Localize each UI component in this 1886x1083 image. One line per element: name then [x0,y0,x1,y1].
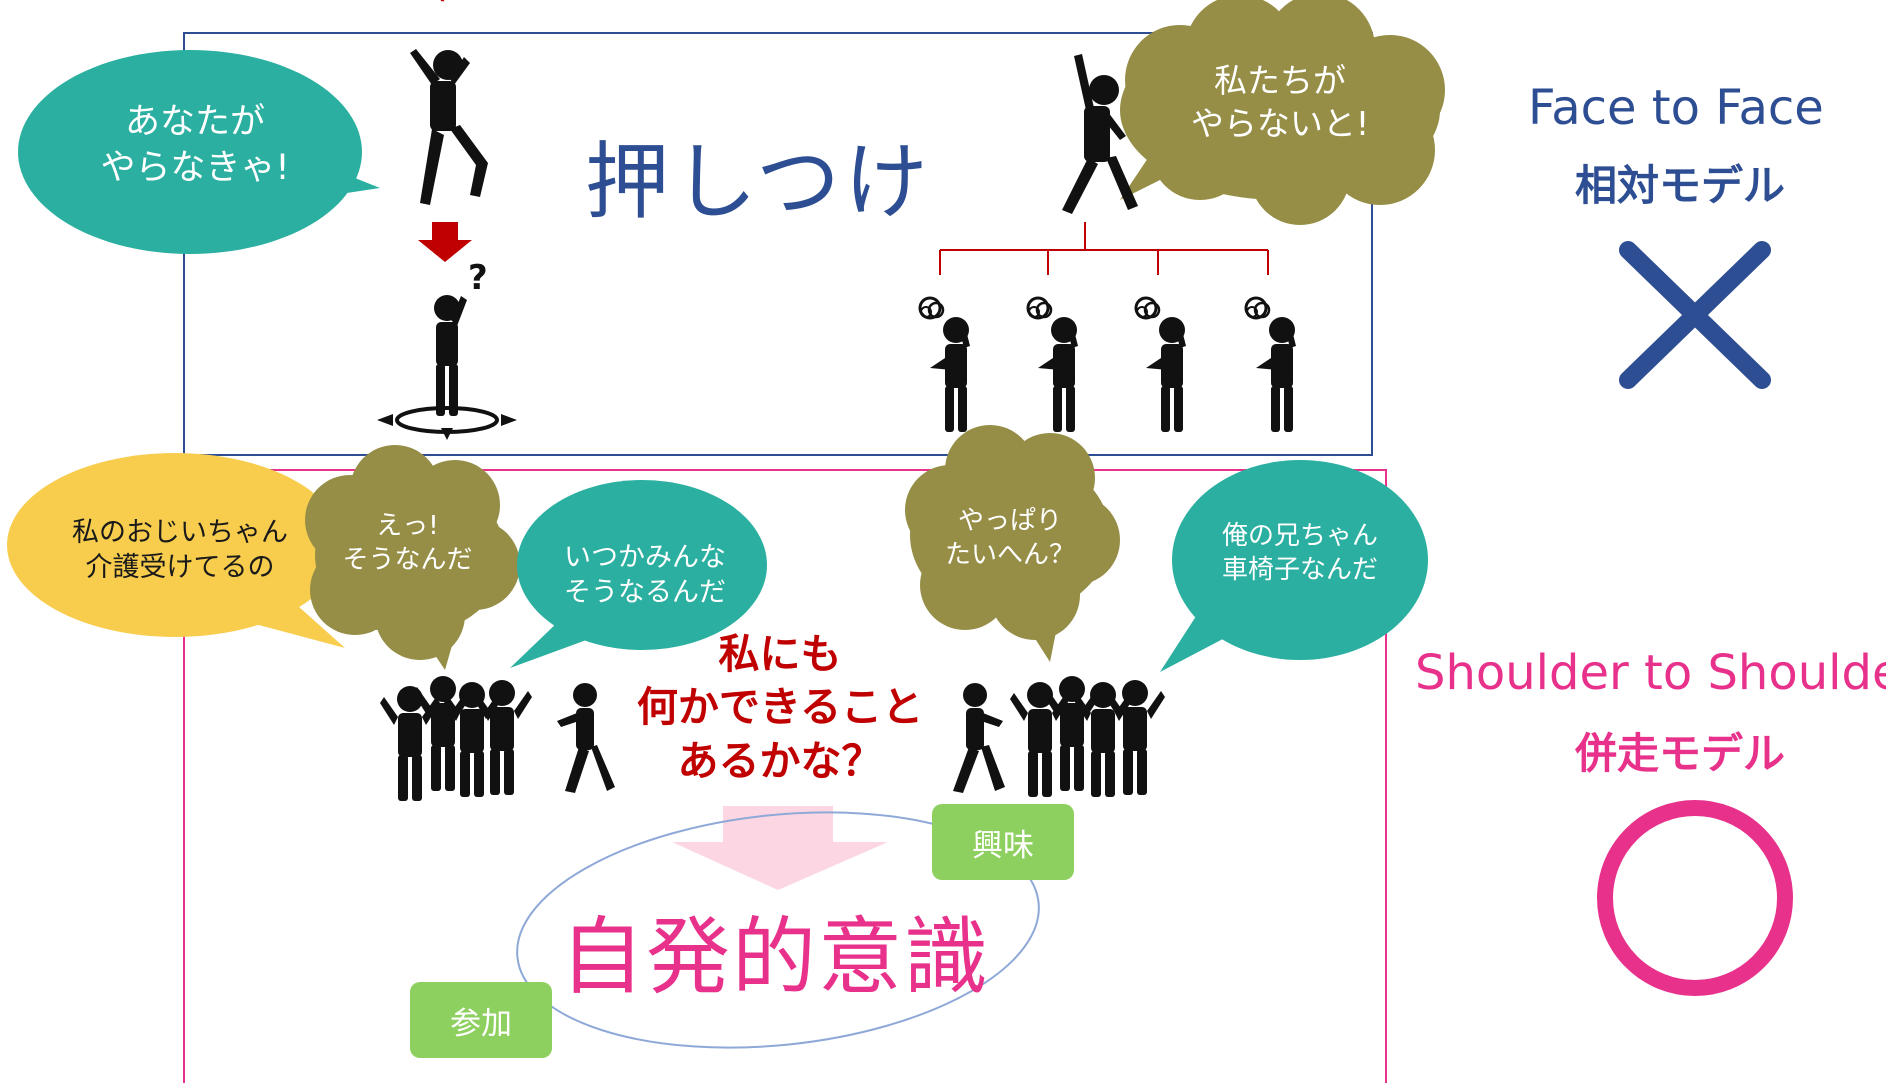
circle-mark [1597,800,1793,996]
yappari-bubble-text: やっぱり たいへん？ [920,505,1100,573]
center-question-line-3: あるかな？ [677,736,883,785]
brother-bubble-line-1: 俺の兄ちゃん [1221,521,1378,551]
yappari-thought-bubble [905,425,1120,662]
itsuka-bubble-text: いつかみんな そうなるんだ [530,540,760,610]
interest-tag: 興味 [932,804,1074,880]
right-bubble-line-2: やらないと! [1190,103,1370,143]
eh-bubble-text: えっ! そうなんだ [320,510,495,578]
brother-bubble-line-2: 車椅子なんだ [1221,554,1378,585]
center-question: 私にも 何かできること あるかな？ [580,628,980,788]
grandpa-speech-bubble [7,453,345,648]
participation-tag: 参加 [410,982,552,1058]
yappari-bubble-line-2: たいへん？ [944,539,1075,570]
confused-person [377,295,517,440]
face-model-label: 相対モデル [1575,161,1786,210]
itsuka-bubble-line-1: いつかみんな [564,542,726,573]
grandpa-bubble-line-1: 私のおじいちゃん [72,517,288,548]
center-question-line-2: 何かできること [636,683,924,732]
right-thought-bubble [1120,0,1445,225]
grandpa-bubble-line-2: 介護受けてるの [85,552,275,584]
awareness-cycle-ellipse [516,811,1040,1049]
oshitsuke-title: 押しつけ [585,133,932,231]
eh-bubble-line-2: そうなんだ [342,544,473,575]
pushing-person-left [410,49,488,205]
eh-thought-bubble [305,445,520,670]
thinking-person [1134,296,1188,434]
cross-mark [1619,241,1771,389]
left-speech-bubble [18,50,380,254]
thinking-person [918,296,972,434]
thinking-person [1026,296,1080,434]
grandpa-bubble-text: 私のおじいちゃん 介護受けてるの [40,515,320,585]
face-to-face-label: Face to Face [1528,80,1824,136]
shoulder-model-label: 併走モデル [1575,729,1786,778]
top-partial-text: ( [432,0,448,6]
pink-down-arrow [672,806,888,890]
eh-bubble-line-1: えっ! [376,511,439,541]
shoulder-to-shoulder-label: Shoulder to Shoulder [1415,645,1886,701]
center-question-line-1: 私にも [718,630,842,678]
left-bubble-text: あなたが やらなきゃ! [70,100,320,191]
left-bubble-line-1: あなたが [124,102,265,142]
itsuka-speech-bubble [510,480,767,668]
down-arrow [418,222,472,262]
question-mark: ? [468,258,488,298]
spontaneous-awareness-label: 自発的意識 [560,908,991,1006]
yappari-bubble-line-1: やっぱり [957,506,1062,536]
right-bubble-text: 私たちが やらないと! [1160,60,1400,146]
walking-person-left [557,683,615,793]
right-bubble-line-1: 私たちが [1214,61,1346,100]
org-chart-lines [939,222,1269,275]
brother-bubble-text: 俺の兄ちゃん 車椅子なんだ [1185,520,1415,588]
itsuka-bubble-line-2: そうなるんだ [564,577,726,609]
walking-person-right [953,683,1005,793]
left-bubble-line-2: やらなきゃ! [100,147,290,188]
thinking-person [1244,296,1298,434]
brother-speech-bubble [1160,460,1428,672]
pushing-person-right [1062,54,1138,214]
